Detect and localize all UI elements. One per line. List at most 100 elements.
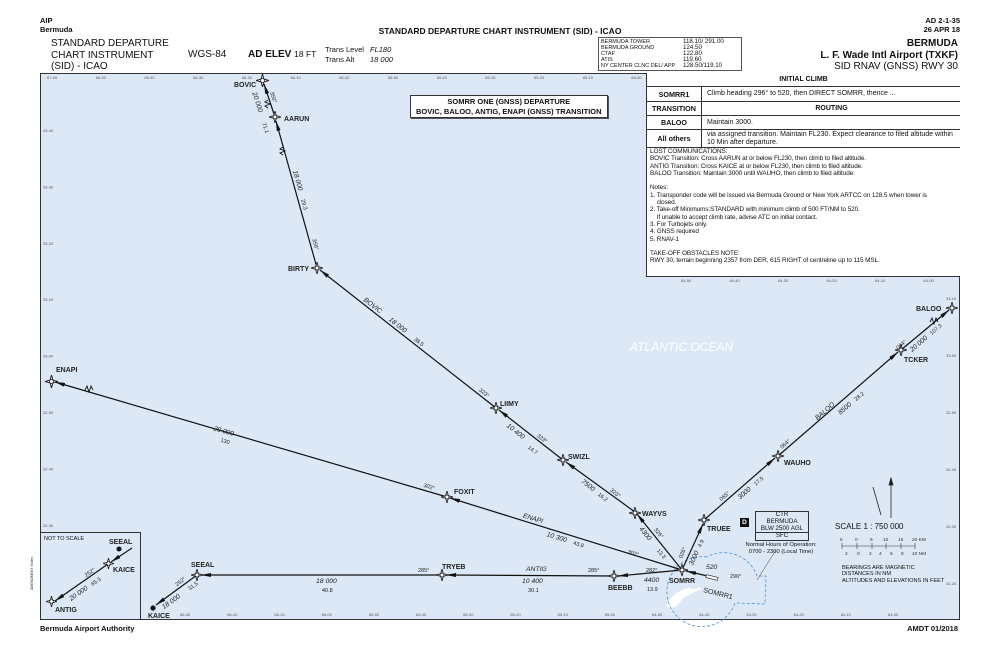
- leg-course: 326°: [652, 527, 664, 540]
- waypoint-enapi-label: ENAPI: [56, 367, 77, 374]
- ad-elevation: AD ELEV 18 FT: [248, 49, 316, 60]
- ctr-pointer: [756, 549, 777, 581]
- departure-course: 296°: [730, 574, 741, 580]
- leg-tcker-baloo: [900, 309, 950, 351]
- waypoint-wauho-label: WAUHO: [784, 460, 811, 467]
- hours-line: 0700 - 2300 (Local Time): [748, 548, 814, 555]
- longitude-tick: 66-20: [227, 612, 238, 617]
- somrr1-row: SOMRR1 Climb heading 296° to 520, then D…: [647, 87, 960, 102]
- waypoint-baloo-label: BALOO: [916, 306, 942, 313]
- leg-alt: 8500: [837, 401, 853, 416]
- waypoint-foxit-icon: [441, 491, 453, 503]
- longitude-tick: 65-30: [463, 612, 474, 617]
- longitude-tick: 65-20: [510, 612, 521, 617]
- leg-dist: 71.1: [260, 122, 269, 134]
- waypoint-beebb-label: BEEBB: [608, 585, 633, 592]
- longitude-tick: 64-00: [888, 612, 899, 617]
- bearing-note: BEARINGS ARE MAGNETIC DISTANCES IN NM AL…: [842, 565, 944, 584]
- waypoint-swizl-label: SWIZL: [568, 454, 590, 461]
- longitude-tick: 65-50: [369, 612, 380, 617]
- page-number: AD 2-1-35: [925, 16, 960, 25]
- freq-value: 124.50: [683, 44, 702, 51]
- waypoint-beebb-icon: [608, 570, 620, 582]
- bermuda-island: [666, 587, 702, 608]
- leg-course: 026°: [678, 547, 688, 560]
- latitude-tick: 33-00: [43, 354, 54, 359]
- freq-value: 118.10/ 291.00: [683, 38, 724, 45]
- scale-km-label: 10: [883, 537, 889, 543]
- datum: WGS-84: [188, 49, 227, 60]
- leg-truee-wauho: [703, 457, 776, 521]
- chart-type-line: STANDARD DEPARTURE: [51, 38, 169, 49]
- initial-climb-header: INITIAL CLIMB: [779, 76, 828, 83]
- latitude-tick: 33-20: [43, 241, 54, 246]
- chart-type: STANDARD DEPARTURE CHART INSTRUMENT (SID…: [51, 38, 169, 73]
- note-line: BEARINGS ARE MAGNETIC: [842, 565, 915, 571]
- waypoint-seeal-icon: [191, 569, 203, 581]
- leg-course: 359°: [268, 91, 277, 104]
- somrr1-label: SOMRR1: [647, 87, 702, 101]
- footer-authority: Bermuda Airport Authority: [40, 624, 135, 633]
- leg-dist: 13.3: [655, 548, 666, 560]
- longitude-tick: 66-40: [144, 75, 155, 80]
- airspace-class-badge: D: [740, 518, 749, 527]
- leg-dist: 28.2: [854, 391, 866, 403]
- longitude-tick: 65-10: [583, 75, 594, 80]
- scale-km-label: 15: [898, 537, 904, 543]
- leg-somrr-truee: [681, 523, 704, 571]
- leg-alt: 3000: [737, 486, 753, 501]
- ctr-line: SFC: [775, 532, 789, 540]
- aip-label: AIP: [40, 16, 53, 25]
- leg-dist: 43.8: [572, 541, 584, 550]
- procedure-name: SID RNAV (GNSS) RWY 30: [834, 61, 958, 72]
- longitude-tick: 64-50: [681, 278, 692, 283]
- waypoint-seeal-label: SEEAL: [191, 562, 215, 569]
- leg-alt: 4400: [644, 577, 659, 584]
- longitude-tick: 65-20: [534, 75, 545, 80]
- leg-alt: 18 000: [161, 593, 182, 611]
- waypoint-bovic-label: BOVIC: [234, 82, 256, 89]
- leg-course: 252°: [84, 567, 97, 578]
- leg-dist: 65.3: [90, 577, 102, 588]
- procedure-panel: INITIAL CLIMB SOMRR1 Climb heading 296° …: [646, 73, 960, 277]
- leg-alt: 20 000: [250, 90, 263, 113]
- leg-dist: 38.5: [412, 337, 424, 348]
- leg-alt: 18 000: [316, 578, 337, 585]
- longitude-tick: 65-10: [558, 612, 569, 617]
- leg-dist: 13.9: [647, 587, 658, 593]
- header-left: AIP Bermuda: [40, 16, 73, 34]
- scale-km-label: 5: [870, 537, 873, 543]
- header-right: AD 2-1-35 26 APR 18: [924, 16, 960, 34]
- others-text: via assigned transition. Maintain FL230.…: [707, 130, 953, 146]
- departure-name: SOMRR1: [703, 587, 734, 601]
- latitude-tick: 33-10: [43, 297, 54, 302]
- route-title-line: SOMRR ONE (GNSS) DEPARTURE: [447, 97, 571, 106]
- scale-nm-label: 0: [857, 551, 860, 557]
- leg-aarun-bovic: [263, 83, 276, 118]
- leg-alt: 10 400: [505, 423, 526, 441]
- longitude-tick: 64-40: [699, 612, 710, 617]
- leg-alt: 20 000: [68, 585, 90, 603]
- routing-header: ROUTING: [815, 104, 848, 112]
- longitude-tick: 64-50: [652, 612, 663, 617]
- ctr-box: CTR BERMUDA BLW 2500 AGL SFC: [755, 511, 809, 541]
- leg-beebb-tryeb: [445, 573, 615, 578]
- longitude-tick: 64-20: [794, 612, 805, 617]
- longitude-tick: 65-30: [485, 75, 496, 80]
- note-line: DISTANCES IN NM: [842, 571, 891, 578]
- departure-alt: 520: [706, 564, 718, 571]
- ad-elev-label: AD ELEV: [248, 49, 292, 60]
- leg-name: ANTIG: [525, 566, 547, 573]
- leg-alt: 20 000: [212, 425, 235, 438]
- baloo-row: BALOO Maintain 3000.: [647, 116, 960, 130]
- longitude-tick: 66-30: [193, 75, 204, 80]
- longitude-tick: 66-10: [274, 612, 285, 617]
- freq-name: BERMUDA TOWER: [601, 39, 650, 45]
- longitude-tick: 64-30: [746, 612, 757, 617]
- waypoint-truee-label: TRUEE: [707, 526, 731, 533]
- longitude-tick: 66-00: [339, 75, 350, 80]
- inset-kaice-label: KAICE: [113, 567, 135, 574]
